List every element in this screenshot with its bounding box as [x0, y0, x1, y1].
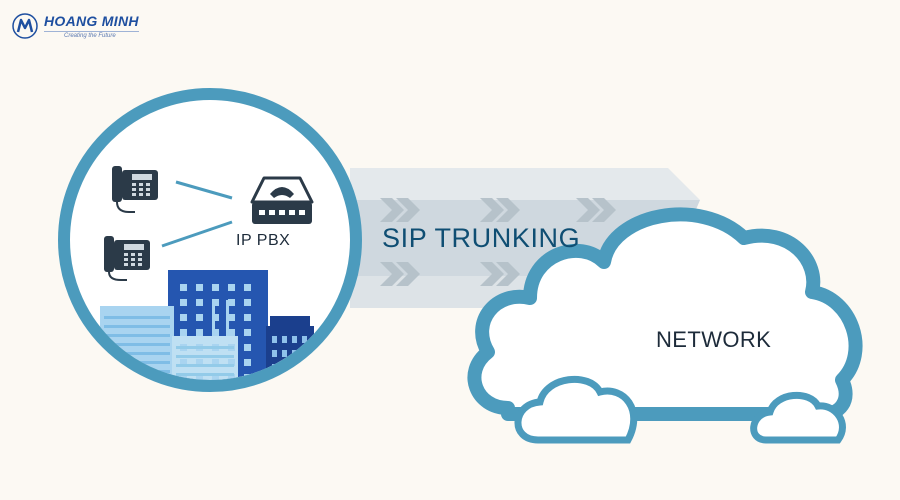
brand-tagline: Creating the Future — [44, 30, 139, 39]
sip-trunking-label: SIP TRUNKING — [382, 223, 581, 253]
phone-link-line — [161, 220, 233, 248]
network-label: NETWORK — [656, 327, 772, 352]
brand-name: HOANG MINH — [44, 12, 139, 29]
office-circle-ring — [58, 88, 362, 392]
desk-phone-icon — [104, 236, 150, 281]
desk-phone-icon — [112, 166, 158, 213]
ip-pbx-router-icon — [250, 176, 314, 224]
ip-pbx-label: IP PBX — [236, 232, 291, 249]
brand-logo[interactable]: HOANG MINH Creating the Future — [12, 8, 139, 44]
phone-link-line — [175, 180, 233, 200]
network-cloud-icon — [467, 207, 863, 444]
hm-logo-icon — [12, 13, 38, 39]
